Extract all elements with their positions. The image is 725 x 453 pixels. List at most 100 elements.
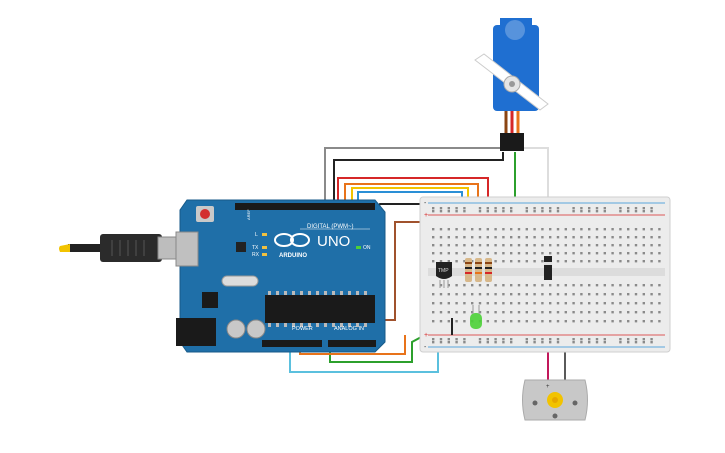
breadboard-hole[interactable] [463,320,466,323]
breadboard-hole[interactable] [650,302,653,305]
breadboard-hole[interactable] [541,293,544,296]
breadboard-hole[interactable] [463,207,466,210]
breadboard-hole[interactable] [517,311,521,314]
breadboard-hole[interactable] [634,284,638,287]
breadboard-hole[interactable] [619,302,622,305]
breadboard-hole[interactable] [549,341,552,344]
dc-motor[interactable]: + [522,379,588,421]
breadboard-hole[interactable] [471,236,474,239]
breadboard-hole[interactable] [650,210,653,213]
breadboard-hole[interactable] [494,320,497,323]
breadboard-hole[interactable] [603,311,606,314]
breadboard-hole[interactable] [517,302,521,305]
breadboard-hole[interactable] [494,311,497,314]
breadboard-hole[interactable] [658,284,661,287]
breadboard-hole[interactable] [603,207,606,210]
breadboard-hole[interactable] [463,252,466,255]
breadboard-hole[interactable] [595,260,599,263]
breadboard-hole[interactable] [439,207,443,210]
breadboard-hole[interactable] [525,284,528,287]
breadboard-hole[interactable] [471,302,474,305]
breadboard-hole[interactable] [580,320,583,323]
breadboard-hole[interactable] [611,244,614,247]
breadboard-hole[interactable] [556,341,560,344]
breadboard-hole[interactable] [572,252,575,255]
breadboard-hole[interactable] [642,244,645,247]
breadboard-hole[interactable] [432,320,435,323]
breadboard-hole[interactable] [642,284,645,287]
breadboard-hole[interactable] [642,338,645,341]
breadboard-hole[interactable] [494,228,497,231]
breadboard-hole[interactable] [486,338,489,341]
breadboard-hole[interactable] [634,320,638,323]
breadboard-hole[interactable] [619,293,622,296]
breadboard-hole[interactable] [502,293,505,296]
breadboard-hole[interactable] [510,320,513,323]
breadboard-hole[interactable] [439,284,443,287]
breadboard-hole[interactable] [533,293,536,296]
breadboard-hole[interactable] [463,338,466,341]
breadboard-hole[interactable] [580,341,583,344]
breadboard-hole[interactable] [642,252,645,255]
breadboard-hole[interactable] [556,252,560,255]
breadboard-hole[interactable] [619,341,622,344]
breadboard-hole[interactable] [533,210,536,213]
breadboard-hole[interactable] [502,338,505,341]
breadboard-hole[interactable] [634,338,638,341]
gray-wire[interactable] [324,147,503,205]
breadboard-hole[interactable] [471,252,474,255]
breadboard-hole[interactable] [549,210,552,213]
breadboard-hole[interactable] [447,341,450,344]
breadboard-hole[interactable] [595,338,599,341]
breadboard-hole[interactable] [541,207,544,210]
breadboard-hole[interactable] [517,293,521,296]
breadboard-hole[interactable] [627,244,630,247]
breadboard-hole[interactable] [627,311,630,314]
breadboard-hole[interactable] [432,210,435,213]
breadboard-hole[interactable] [588,341,591,344]
breadboard-hole[interactable] [439,228,443,231]
breadboard-hole[interactable] [549,311,552,314]
breadboard-hole[interactable] [502,252,505,255]
breadboard-hole[interactable] [517,228,521,231]
breadboard-hole[interactable] [588,244,591,247]
breadboard-hole[interactable] [572,293,575,296]
breadboard-hole[interactable] [627,252,630,255]
breadboard-hole[interactable] [572,284,575,287]
breadboard-hole[interactable] [525,341,528,344]
breadboard-hole[interactable] [463,302,466,305]
breadboard-hole[interactable] [494,260,497,263]
breadboard-hole[interactable] [455,311,458,314]
breadboard-hole[interactable] [603,252,606,255]
breadboard-hole[interactable] [486,244,489,247]
breadboard-hole[interactable] [564,284,567,287]
breadboard-hole[interactable] [611,311,614,314]
breadboard-hole[interactable] [627,260,630,263]
breadboard-hole[interactable] [494,252,497,255]
breadboard-hole[interactable] [447,320,450,323]
breadboard-hole[interactable] [611,284,614,287]
breadboard-hole[interactable] [595,210,599,213]
resistor[interactable] [475,258,482,282]
breadboard-hole[interactable] [447,338,450,341]
breadboard-hole[interactable] [447,293,450,296]
breadboard-hole[interactable] [580,293,583,296]
breadboard-hole[interactable] [595,236,599,239]
breadboard-hole[interactable] [439,293,443,296]
breadboard-hole[interactable] [588,236,591,239]
breadboard-hole[interactable] [595,293,599,296]
breadboard-hole[interactable] [455,210,458,213]
breadboard-hole[interactable] [588,210,591,213]
breadboard-hole[interactable] [478,284,482,287]
breadboard-hole[interactable] [603,302,606,305]
breadboard-hole[interactable] [588,320,591,323]
breadboard-hole[interactable] [432,338,435,341]
breadboard-hole[interactable] [603,338,606,341]
breadboard-hole[interactable] [471,311,474,314]
breadboard-hole[interactable] [634,311,638,314]
breadboard-hole[interactable] [494,293,497,296]
breadboard-hole[interactable] [478,210,482,213]
breadboard-hole[interactable] [634,207,638,210]
breadboard-hole[interactable] [541,311,544,314]
breadboard-hole[interactable] [634,260,638,263]
